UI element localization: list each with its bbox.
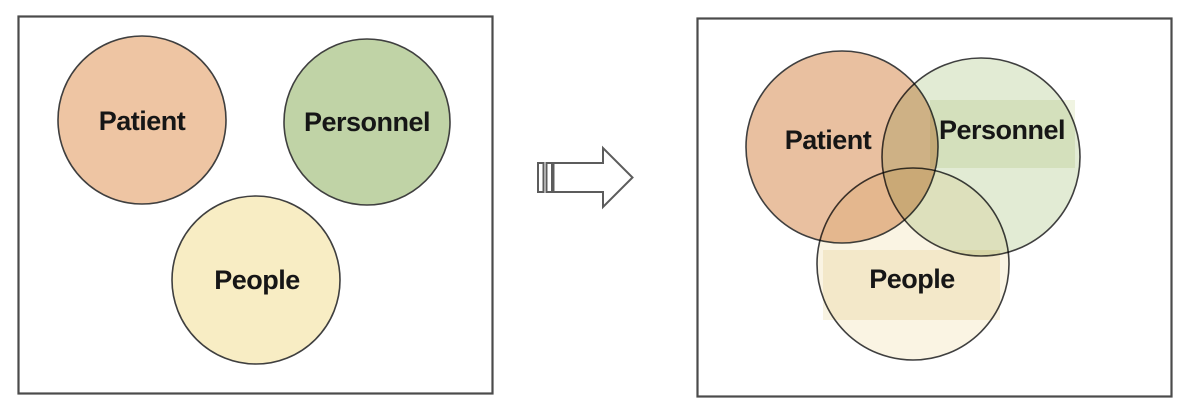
left-circle-personnel	[283, 38, 451, 206]
left-label-personnel: Personnel	[304, 107, 430, 137]
left-circle-patient	[57, 35, 227, 205]
left-label-patient: Patient	[99, 106, 186, 136]
striped-right-arrow-icon	[537, 145, 634, 210]
right-label-people: People	[869, 264, 955, 294]
arrow-tail-bar-2	[545, 162, 553, 193]
arrow-body	[552, 145, 634, 210]
separate-sets-group: Patient Personnel People	[57, 35, 451, 365]
right-label-patient: Patient	[785, 125, 872, 155]
arrow-tail-bar-1	[537, 162, 545, 193]
right-label-personnel: Personnel	[939, 115, 1065, 145]
left-label-people: People	[214, 265, 300, 295]
personnel-label-highlight	[930, 100, 1075, 168]
left-circle-people	[171, 195, 341, 365]
people-label-highlight	[823, 250, 1000, 320]
overlapping-sets-group: Patient Personnel People	[745, 50, 1081, 361]
